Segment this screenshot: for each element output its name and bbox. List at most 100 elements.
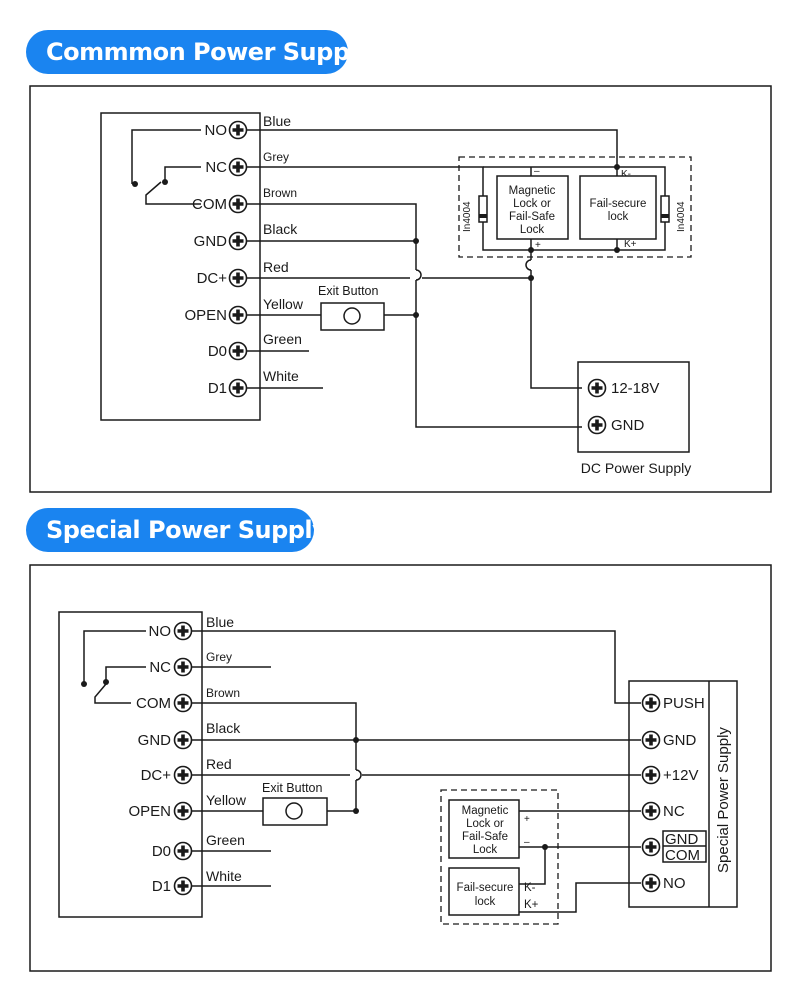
terminal-label-no: NO [205,122,228,139]
svg-text:GND: GND [665,831,699,848]
svg-text:NC: NC [663,803,685,820]
controller-box-2 [58,611,203,918]
wire-labels-1: Blue Grey Brown Black Red Yellow Green W… [263,113,304,384]
svg-text:White: White [263,368,299,384]
svg-text:Magnetic: Magnetic [462,805,509,817]
terminal-label-gnd: GND [194,233,228,250]
special-power-supply: Special Power Supply PUSH GND +12V NC GN… [628,680,738,908]
svg-text:Red: Red [206,756,232,772]
terminal-label-open: OPEN [184,307,227,324]
exit-button-2: Exit Button [262,781,328,826]
svg-text:K-: K- [524,882,536,894]
svg-text:+: + [524,814,530,825]
terminal-screw-icon [587,415,607,435]
svg-text:NO: NO [149,623,172,640]
svg-text:–: – [534,166,540,177]
terminal-label-com: COM [192,196,227,213]
terminal-screw-icon [228,120,248,140]
svg-text:DC+: DC+ [141,767,172,784]
terminal-screw-icon [228,341,248,361]
svg-text:Exit Button: Exit Button [262,781,322,795]
terminal-screw-icon [173,765,193,785]
svg-text:K+: K+ [524,899,539,911]
svg-text:DC Power Supply: DC Power Supply [581,460,692,476]
terminal-screw-icon [228,194,248,214]
diagram2-frame [29,564,772,972]
svg-text:COM: COM [665,847,700,864]
svg-text:NC: NC [149,659,171,676]
terminal-screw-icon [228,231,248,251]
svg-text:OPEN: OPEN [128,803,171,820]
svg-text:Grey: Grey [206,650,232,664]
controller-box-1 [100,112,261,421]
controller2-terminals: NO NC COM GND DC+ OPEN D0 D1 [128,621,193,896]
lock-module-2 [440,789,559,925]
svg-text:PUSH: PUSH [663,695,705,712]
lock-wiring-2: + – K- K+ [519,810,641,913]
exit-button-1: Exit Button [318,284,385,331]
svg-text:lock: lock [475,896,496,908]
svg-text:–: – [524,837,530,848]
terminal-screw-icon [587,378,607,398]
svg-text:Grey: Grey [263,150,289,164]
svg-text:D0: D0 [152,843,171,860]
terminal-label-nc: NC [205,159,227,176]
svg-text:Magnetic: Magnetic [509,185,556,197]
terminal-screw-icon [641,730,661,750]
lock-wiring-1: In4004 In4004 – + K- K+ [462,164,687,278]
svg-text:Blue: Blue [263,113,291,129]
lock-module-1 [458,156,692,258]
terminal-screw-icon [641,693,661,713]
svg-text:Yellow: Yellow [206,792,247,808]
section-title-special-power-supply: Special Power Supply [26,508,328,552]
wire-labels-2: Blue Grey Brown Black Red Yellow Green W… [206,614,247,884]
terminal-screw-icon [228,268,248,288]
svg-text:Blue: Blue [206,614,234,630]
svg-text:Black: Black [206,720,241,736]
terminal-screw-icon [228,378,248,398]
svg-text:Fail-secure: Fail-secure [590,198,647,210]
svg-text:Lock or: Lock or [513,198,551,210]
svg-text:In4004: In4004 [676,201,687,232]
terminal-screw-icon [641,873,661,893]
svg-text:Exit Button: Exit Button [318,284,378,298]
terminal-label-d0: D0 [208,343,227,360]
terminal-screw-icon [228,157,248,177]
dc-power-supply: 12-18V GND DC Power Supply [577,361,692,476]
terminal-screw-icon [173,693,193,713]
svg-text:Fail-Safe: Fail-Safe [462,831,508,843]
terminal-screw-icon [173,876,193,896]
section-title-common-power-supply: Commmon Power Supply [26,30,373,74]
svg-text:In4004: In4004 [462,201,473,232]
svg-text:Yellow: Yellow [263,296,304,312]
svg-text:GND: GND [663,732,697,749]
svg-text:Lock or: Lock or [466,818,504,830]
svg-text:12-18V: 12-18V [611,380,659,397]
terminal-screw-icon [173,657,193,677]
terminal-screw-icon [641,765,661,785]
terminal-screw-icon [173,730,193,750]
svg-text:K-: K- [621,169,631,180]
svg-text:Green: Green [206,832,245,848]
magnetic-lock-2: Magnetic Lock or Fail-Safe Lock [448,799,520,859]
svg-text:NO: NO [663,875,686,892]
relay-switch-1 [131,129,201,205]
svg-text:Brown: Brown [206,686,240,700]
svg-text:GND: GND [138,732,172,749]
terminal-screw-icon [173,841,193,861]
svg-text:Black: Black [263,221,298,237]
terminal-screw-icon [173,801,193,821]
terminal-screw-icon [641,801,661,821]
magnetic-lock-1: Magnetic Lock or Fail-Safe Lock [496,175,569,240]
diagram1-frame [29,85,772,493]
svg-text:COM: COM [136,695,171,712]
terminal-label-d1: D1 [208,380,227,397]
svg-text:Lock: Lock [520,224,545,236]
svg-text:Lock: Lock [473,844,498,856]
svg-text:White: White [206,868,242,884]
svg-text:Fail-secure: Fail-secure [457,882,514,894]
fail-secure-lock-2: Fail-secure lock [448,867,520,916]
svg-text:lock: lock [608,211,629,223]
svg-text:+12V: +12V [663,767,698,784]
